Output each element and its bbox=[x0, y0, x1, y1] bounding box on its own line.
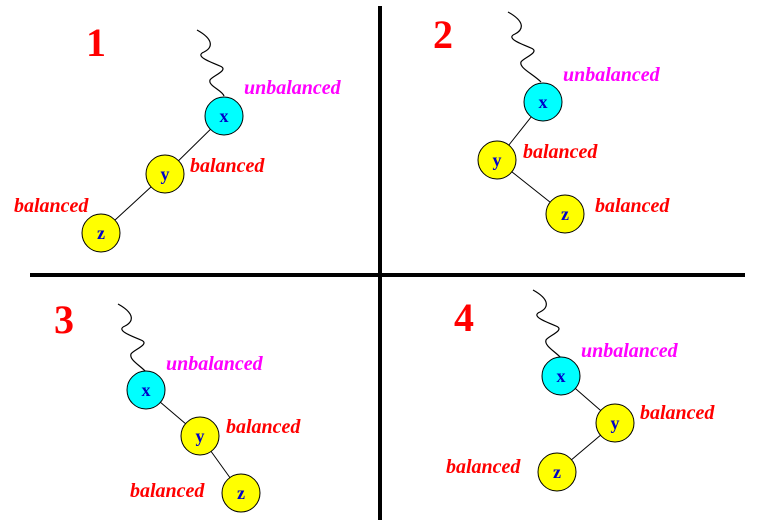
node-z bbox=[545, 194, 585, 234]
node-z-label: z bbox=[561, 204, 569, 224]
case-number: 3 bbox=[54, 297, 74, 342]
case-number: 2 bbox=[433, 12, 453, 57]
y-state-label: balanced bbox=[190, 155, 265, 177]
subtree-squiggle-icon bbox=[507, 11, 542, 83]
quadrant-2: 2 x y z unbalanced balanced balanced bbox=[433, 11, 670, 234]
node-z bbox=[81, 213, 121, 253]
node-z-label: z bbox=[237, 483, 245, 503]
subtree-squiggle-icon bbox=[196, 29, 225, 97]
node-x bbox=[204, 96, 244, 136]
case-number: 4 bbox=[454, 295, 474, 340]
node-y-label: y bbox=[611, 413, 620, 433]
node-x-label: x bbox=[557, 366, 566, 386]
quadrant-4: 4 x y z unbalanced balanced balanced bbox=[446, 289, 715, 492]
y-state-label: balanced bbox=[523, 141, 598, 163]
node-x bbox=[541, 356, 581, 396]
node-z-label: z bbox=[553, 462, 561, 482]
node-x bbox=[523, 82, 563, 122]
x-state-label: unbalanced bbox=[244, 77, 342, 99]
subtree-squiggle-icon bbox=[117, 303, 147, 373]
case-number: 1 bbox=[86, 20, 106, 65]
quadrant-1: 1 x y z unbalanced balanced balanced bbox=[14, 20, 342, 253]
node-y bbox=[595, 403, 635, 443]
node-x-label: x bbox=[539, 92, 548, 112]
node-x-label: x bbox=[142, 380, 151, 400]
x-state-label: unbalanced bbox=[166, 353, 264, 375]
subtree-squiggle-icon bbox=[532, 289, 562, 359]
x-state-label: unbalanced bbox=[563, 64, 661, 86]
z-state-label: balanced bbox=[595, 195, 670, 217]
z-state-label: balanced bbox=[14, 195, 89, 217]
node-y bbox=[477, 140, 517, 180]
node-y-label: y bbox=[196, 426, 205, 446]
node-z-label: z bbox=[97, 223, 105, 243]
node-z bbox=[537, 452, 577, 492]
node-y bbox=[145, 154, 185, 194]
z-state-label: balanced bbox=[446, 456, 521, 478]
node-x-label: x bbox=[220, 106, 229, 126]
node-y-label: y bbox=[161, 164, 170, 184]
y-state-label: balanced bbox=[226, 416, 301, 438]
z-state-label: balanced bbox=[130, 480, 205, 502]
node-x bbox=[126, 370, 166, 410]
y-state-label: balanced bbox=[640, 402, 715, 424]
quadrant-3: 3 x y z unbalanced balanced balanced bbox=[54, 297, 301, 513]
x-state-label: unbalanced bbox=[581, 340, 679, 362]
node-z bbox=[221, 473, 261, 513]
node-y-label: y bbox=[493, 150, 502, 170]
node-y bbox=[180, 416, 220, 456]
